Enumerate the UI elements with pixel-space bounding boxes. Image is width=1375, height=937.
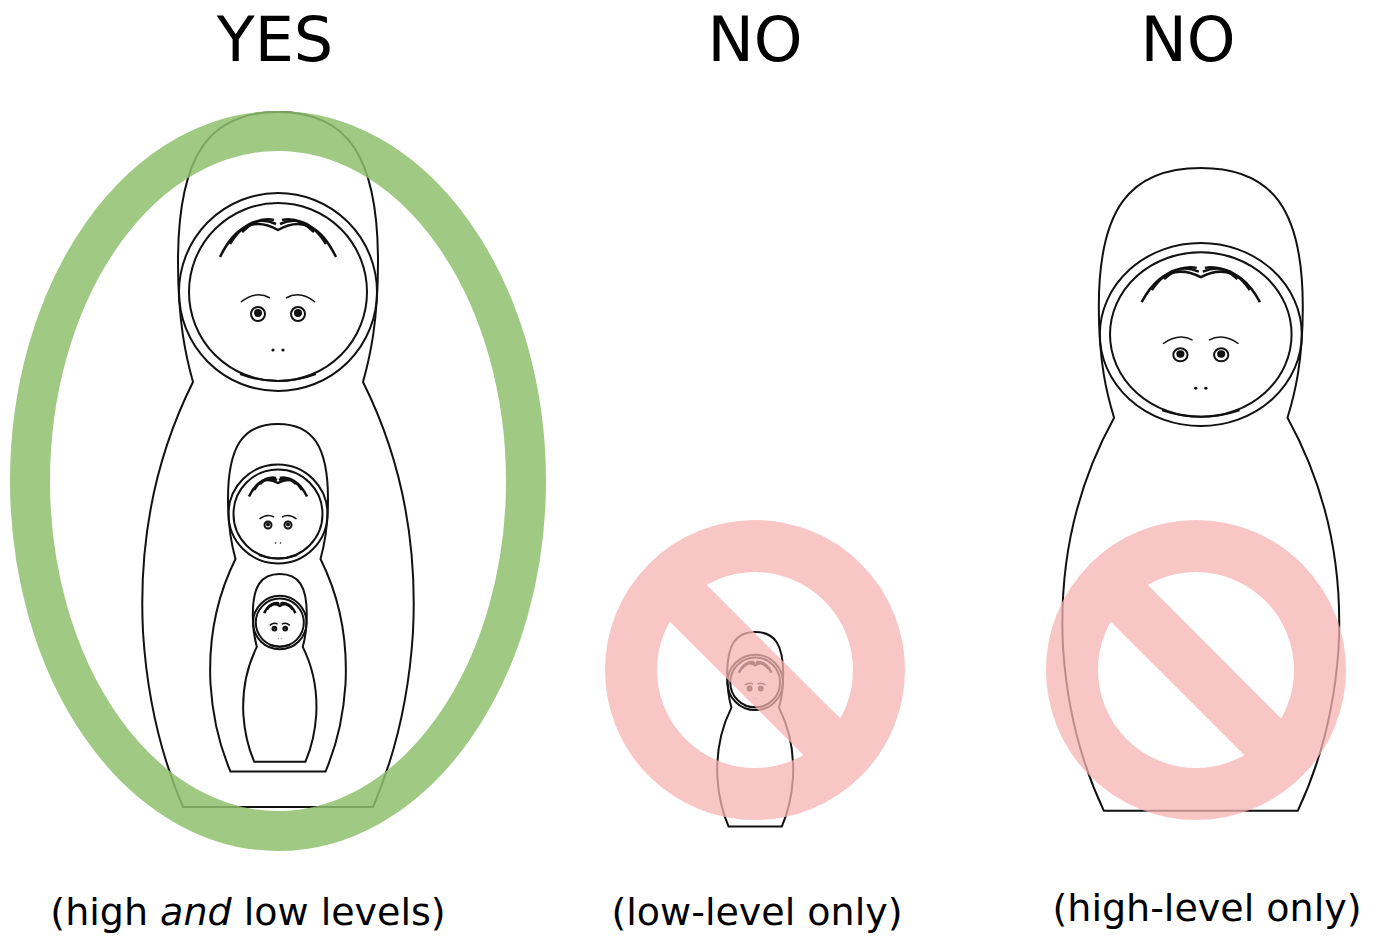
prohibition-bar — [1114, 588, 1278, 752]
caption-text: (high and low levels) — [50, 893, 445, 931]
prohibition-sign — [631, 546, 879, 794]
large-doll — [1062, 168, 1339, 811]
caption-text: (high-level only) — [1052, 889, 1361, 927]
approval-ellipse — [30, 131, 526, 831]
verdict-heading: YES — [217, 9, 333, 71]
small-doll — [243, 574, 316, 762]
verdict-heading: NO — [707, 9, 802, 71]
caption-text: (low-level only) — [611, 893, 902, 931]
prohibition-sign — [1072, 546, 1320, 794]
medium-doll — [210, 424, 346, 772]
verdict-heading: NO — [1140, 9, 1235, 71]
prohibition-bar — [673, 588, 837, 752]
large-doll — [142, 112, 414, 807]
prohibition-ring — [631, 546, 879, 794]
emphasis-word: and — [160, 890, 232, 934]
prohibition-ring — [1072, 546, 1320, 794]
